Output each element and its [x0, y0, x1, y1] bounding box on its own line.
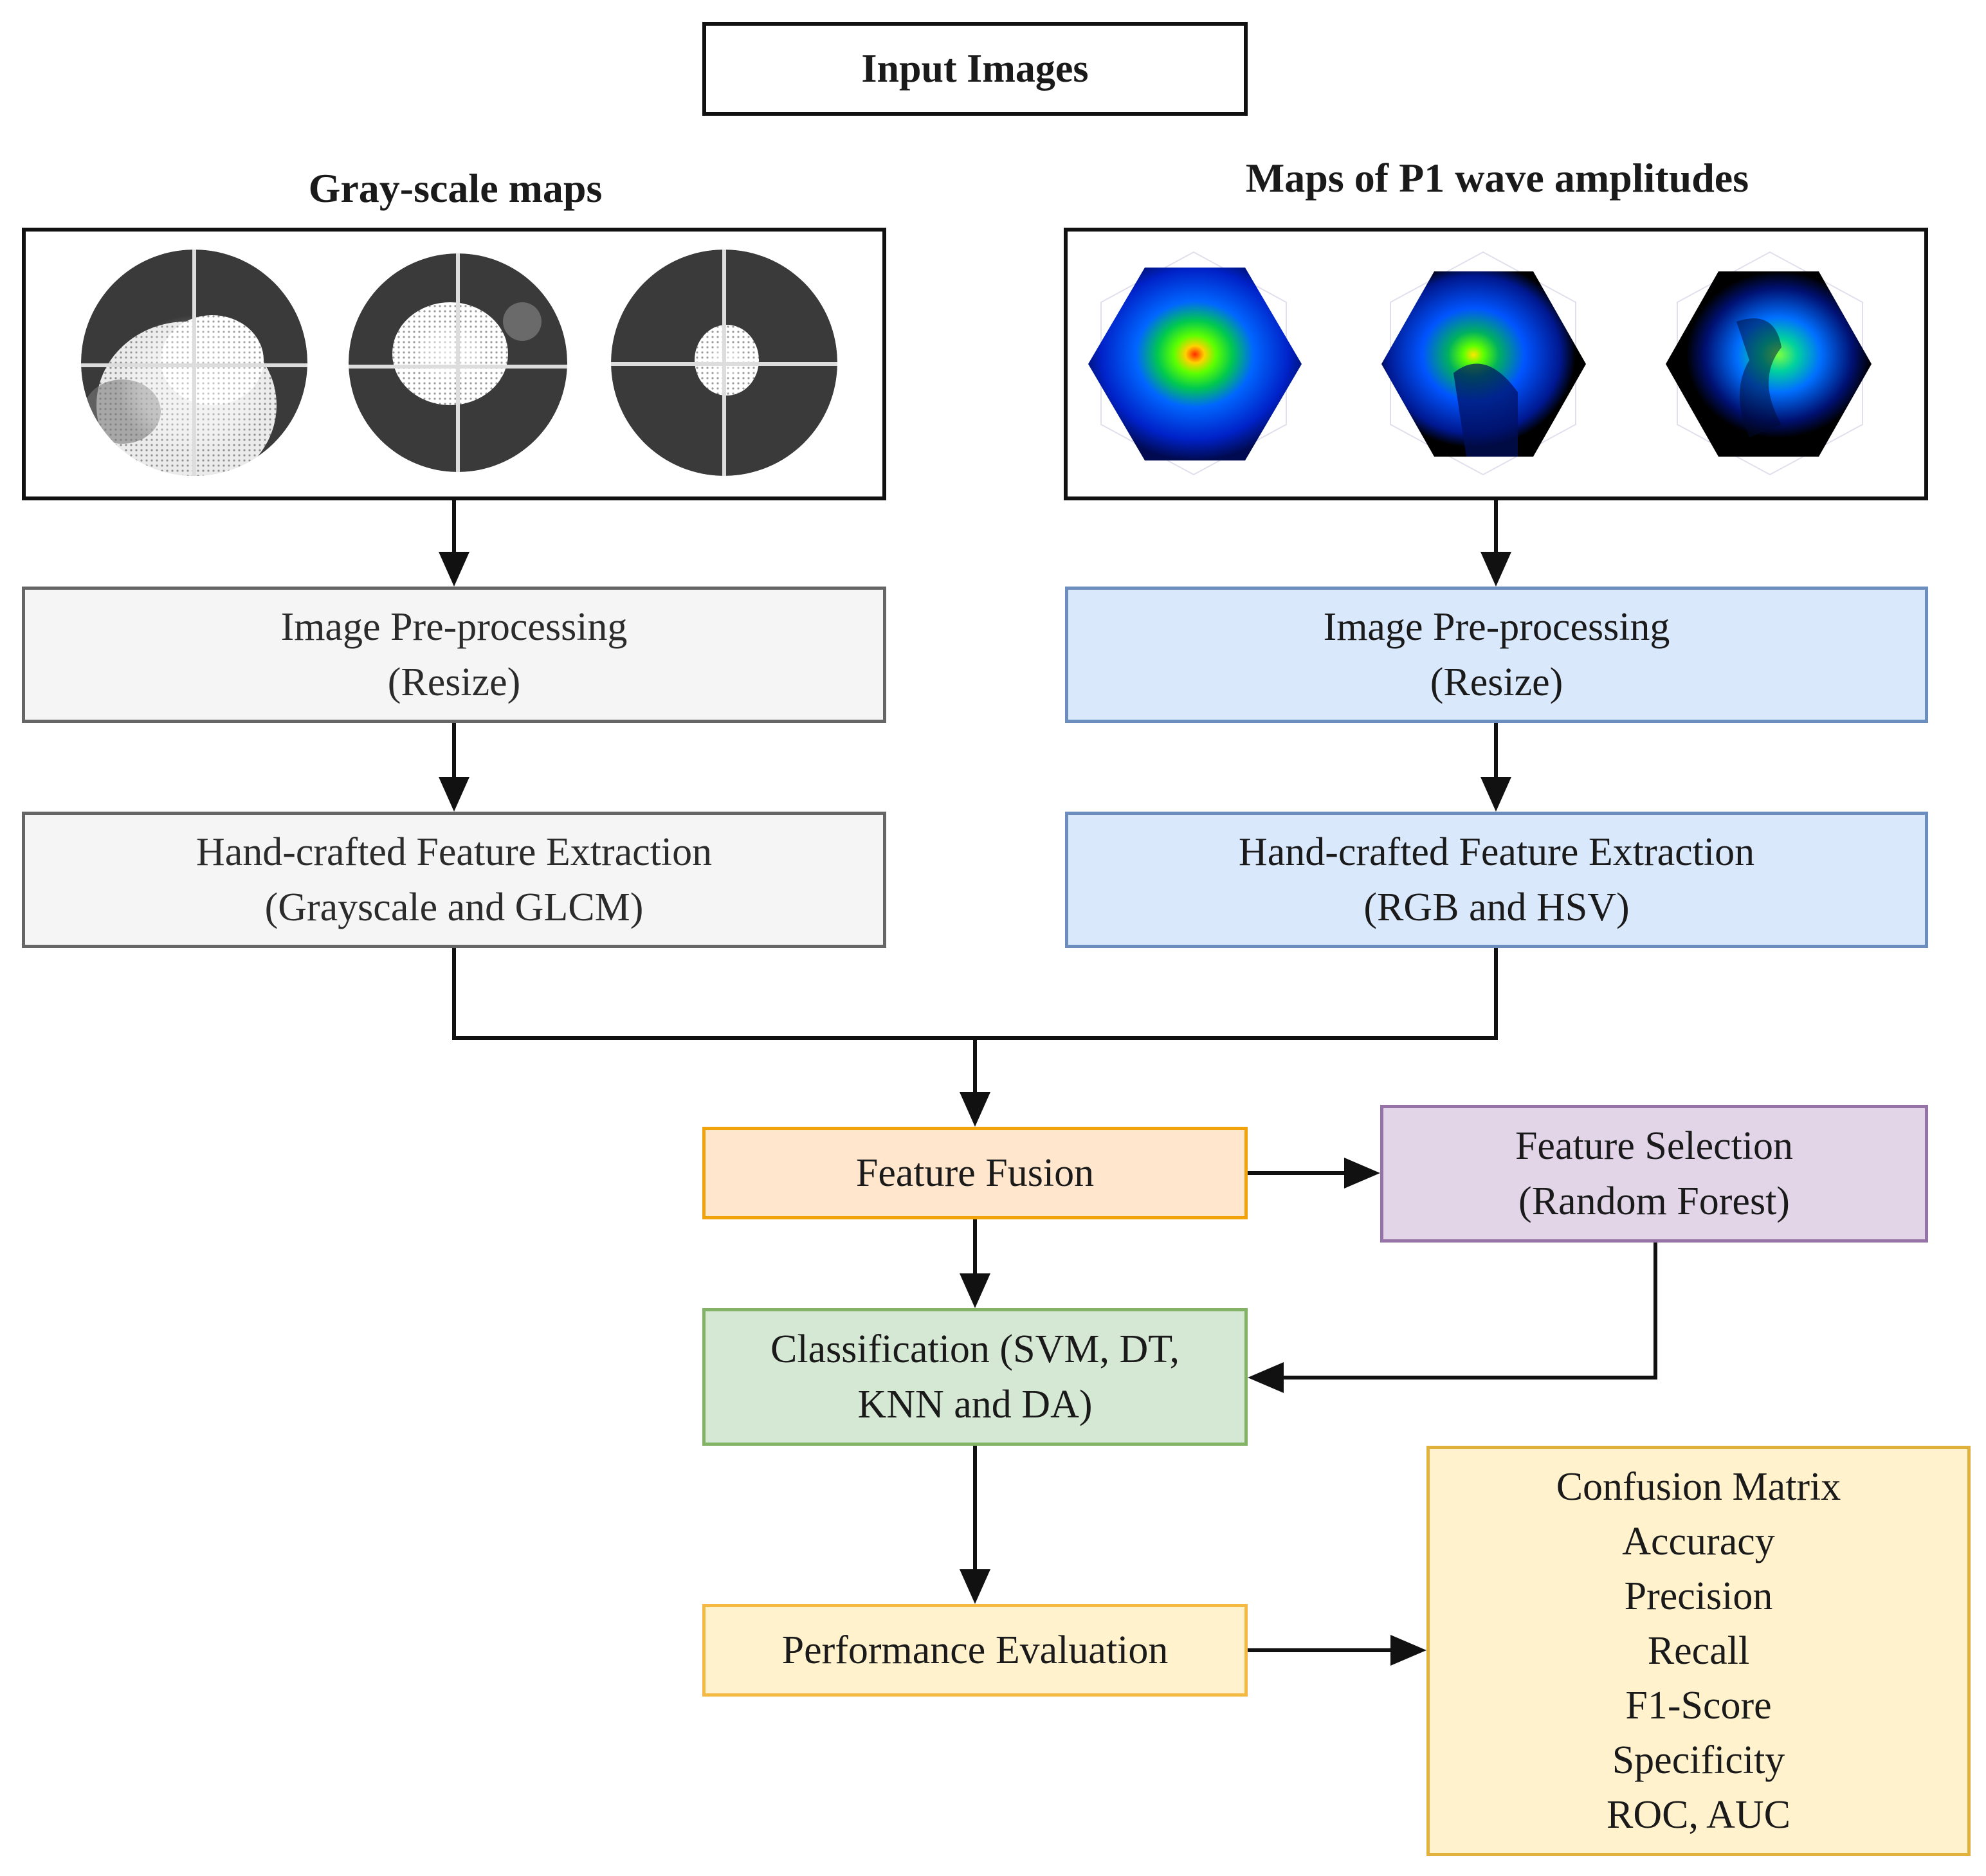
classification-box: Classification (SVM, DT, KNN and DA) — [702, 1308, 1248, 1446]
metrics-list-box: Confusion Matrix Accuracy Precision Reca… — [1426, 1446, 1971, 1856]
gray-image-preprocessing-box: Image Pre-processing (Resize) — [22, 587, 886, 723]
feature-selection-detail: (Random Forest) — [1518, 1179, 1790, 1223]
gray-feature-extraction-title: Hand-crafted Feature Extraction — [196, 830, 713, 874]
p1-map-2 — [1381, 271, 1586, 457]
arrowhead-fusion — [960, 1092, 990, 1127]
arrowhead-classification-from-selection — [1248, 1362, 1284, 1393]
metric-item: Specificity — [1612, 1738, 1785, 1782]
p1-feature-extraction-box: Hand-crafted Feature Extraction (RGB and… — [1065, 812, 1928, 948]
metric-item: F1-Score — [1625, 1683, 1772, 1727]
feature-selection-title: Feature Selection — [1515, 1124, 1794, 1168]
arrowhead-gray-features — [439, 777, 469, 812]
p1-preprocessing-title: Image Pre-processing — [1323, 605, 1670, 649]
p1-preprocessing-detail: (Resize) — [1430, 660, 1563, 704]
arrowhead-selection — [1344, 1158, 1380, 1188]
arrowhead-blue-preprocess — [1480, 552, 1511, 587]
gray-scale-maps-panel — [22, 228, 886, 500]
input-images-label: Input Images — [861, 47, 1089, 91]
p1-feature-extraction-title: Hand-crafted Feature Extraction — [1238, 830, 1755, 874]
classification-title: Classification (SVM, DT, — [770, 1327, 1180, 1371]
connector-features-merge — [452, 948, 1498, 1040]
metric-item: ROC, AUC — [1607, 1792, 1790, 1837]
gray-scale-map-images — [81, 250, 837, 476]
arrow-selection-to-classification — [1282, 1243, 1657, 1380]
performance-evaluation-label: Performance Evaluation — [781, 1628, 1169, 1672]
metric-item: Recall — [1647, 1628, 1750, 1673]
classification-detail: KNN and DA) — [857, 1383, 1093, 1426]
performance-evaluation-box: Performance Evaluation — [702, 1604, 1248, 1697]
metric-item: Confusion Matrix — [1556, 1464, 1841, 1509]
arrowhead-classification-from-fusion — [960, 1273, 990, 1308]
feature-fusion-box: Feature Fusion — [702, 1127, 1248, 1219]
arrowhead-metrics — [1390, 1635, 1426, 1666]
gray-feature-extraction-box: Hand-crafted Feature Extraction (Graysca… — [22, 812, 886, 948]
gray-preprocessing-detail: (Resize) — [387, 660, 521, 704]
arrowhead-blue-features — [1480, 777, 1511, 812]
metric-item: Accuracy — [1622, 1519, 1775, 1563]
p1-map-1 — [1088, 268, 1302, 460]
feature-fusion-label: Feature Fusion — [855, 1151, 1095, 1195]
gray-scale-caption: Gray-scale maps — [308, 165, 603, 211]
arrowhead-gray-preprocess — [439, 552, 469, 587]
gray-preprocessing-title: Image Pre-processing — [280, 605, 628, 649]
gray-feature-extraction-detail: (Grayscale and GLCM) — [264, 886, 644, 929]
p1-amplitude-maps-panel — [1064, 228, 1928, 500]
p1-image-preprocessing-box: Image Pre-processing (Resize) — [1065, 587, 1928, 723]
p1-maps-caption: Maps of P1 wave amplitudes — [1245, 155, 1749, 201]
metric-item: Precision — [1624, 1574, 1773, 1618]
arrowhead-performance — [960, 1569, 990, 1604]
p1-amplitude-map-images — [1088, 251, 1872, 476]
feature-selection-box: Feature Selection (Random Forest) — [1380, 1105, 1928, 1243]
input-images-box: Input Images — [702, 22, 1248, 116]
p1-feature-extraction-detail: (RGB and HSV) — [1363, 886, 1630, 929]
